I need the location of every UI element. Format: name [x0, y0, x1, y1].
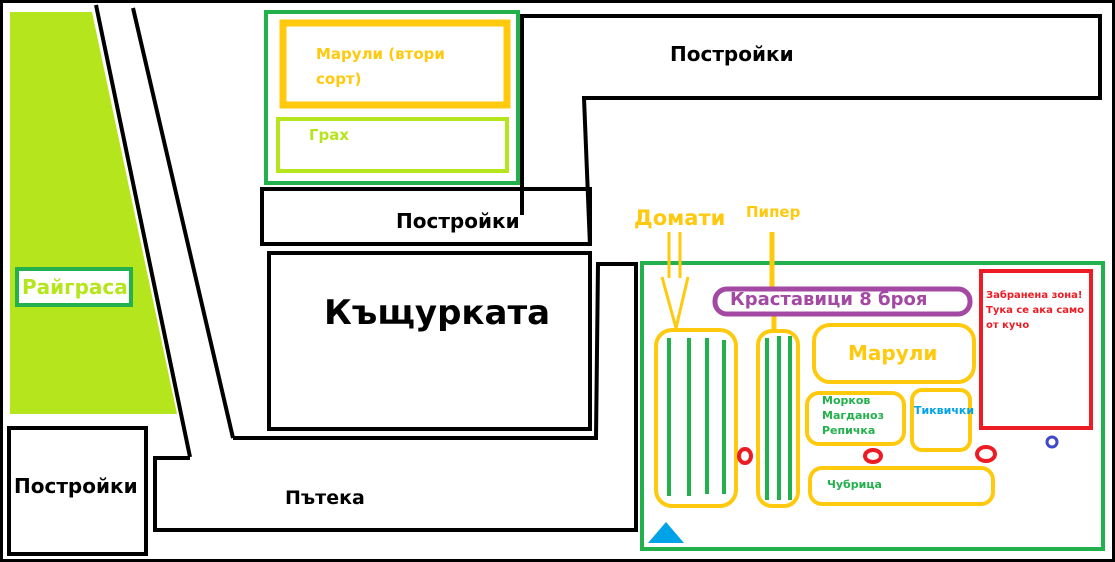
road-edge-right: [131, 7, 235, 439]
zucchini-bed: [910, 388, 972, 452]
pepper-rows: [765, 336, 792, 500]
pepper-label: Пипер: [746, 203, 801, 221]
ryegrass-label: Райграса: [22, 275, 128, 299]
lettuce-second-label-line1: Марули (втори: [316, 45, 445, 63]
forbidden-label-line2: Тука се ака само: [986, 305, 1085, 316]
tomato-rows: [667, 338, 726, 496]
carrot-parsley-radish-bed: [805, 391, 906, 446]
cucumber-bed: [712, 286, 973, 317]
zucchini-label: Тиквички: [914, 404, 975, 417]
buildings-mid-outline: [260, 187, 592, 246]
buildings-mid-label: Постройки: [396, 209, 520, 233]
red-circle-marker: [975, 445, 997, 463]
path-label: Пътека: [285, 487, 365, 509]
path-outline: [153, 262, 638, 532]
lettuce-second-label-line2: сорт): [316, 70, 362, 88]
savory-label: Чубрица: [827, 478, 882, 491]
radish-label: Репичка: [822, 424, 876, 437]
forbidden-label-line1: Забранена зона!: [986, 290, 1083, 301]
ryegrass-lawn: [10, 12, 177, 414]
peas-bed: [276, 117, 509, 173]
main-garden-border: [640, 261, 1105, 551]
cucumbers-label: Краставици 8 броя: [730, 289, 928, 310]
blue-triangle-marker: [648, 522, 684, 543]
buildings-left-outline: [7, 426, 148, 556]
carrot-label: Морков: [822, 394, 871, 407]
buildings-left-label: Постройки: [14, 474, 138, 498]
road-edge-left: [94, 4, 192, 458]
top-bed-border: [264, 10, 520, 185]
pepper-bed: [756, 329, 800, 508]
lettuce-label: Марули: [848, 341, 938, 365]
ryegrass-label-box: [15, 267, 133, 307]
forbidden-label-line3: от кучо: [986, 320, 1030, 331]
house-label: Къщурката: [324, 293, 551, 333]
buildings-top-label: Постройки: [670, 42, 794, 66]
lettuce-second-bed: [279, 19, 511, 109]
tomato-bed: [654, 328, 738, 508]
red-circle-marker: [863, 448, 883, 464]
peas-label: Грах: [309, 126, 350, 144]
savory-bed: [808, 466, 995, 506]
lettuce-bed: [812, 323, 976, 384]
house-outline: [267, 251, 592, 431]
tomato-arrow: [660, 276, 690, 329]
red-circle-marker: [737, 447, 753, 465]
blue-circle-marker: [1045, 435, 1059, 449]
forbidden-zone: [979, 269, 1093, 430]
tomatoes-label: Домати: [634, 206, 726, 230]
parsley-label: Магданоз: [822, 409, 884, 422]
buildings-top-outline: [520, 14, 1102, 247]
